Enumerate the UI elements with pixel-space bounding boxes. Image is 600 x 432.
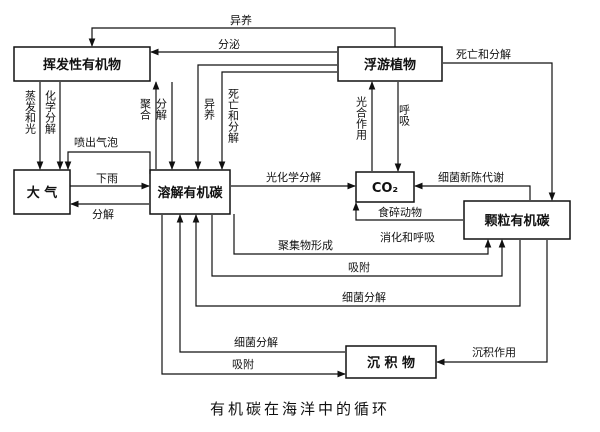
svg-text:吸附: 吸附 xyxy=(232,357,254,371)
node-volatile-organics: 挥发性有机物 xyxy=(13,46,151,82)
edge-evaporation: 蒸发和光 xyxy=(24,82,44,170)
svg-text:细菌新陈代谢: 细菌新陈代谢 xyxy=(438,170,504,184)
svg-text:挥发性有机物: 挥发性有机物 xyxy=(43,57,121,73)
edge-rain: 下雨 xyxy=(70,172,150,190)
svg-text:分解: 分解 xyxy=(155,98,168,121)
node-co2: CO₂ xyxy=(355,171,415,203)
svg-text:沉 积 物: 沉 积 物 xyxy=(367,355,415,371)
edge-secretion: 分泌 xyxy=(150,38,337,56)
edge-plankton-doc-a xyxy=(194,64,337,170)
edge-bacterial-decomp-sed: 细菌分解 xyxy=(176,214,345,353)
svg-text:溶解有机碳: 溶解有机碳 xyxy=(157,185,223,201)
svg-text:CO₂: CO₂ xyxy=(372,181,398,196)
svg-text:呼吸: 呼吸 xyxy=(398,104,411,127)
edge-plankton-doc-b xyxy=(218,71,337,170)
svg-text:异养: 异养 xyxy=(230,13,252,27)
svg-text:细菌分解: 细菌分解 xyxy=(342,290,386,304)
edge-photochem-vertical: 化学分解 xyxy=(44,82,64,170)
edge-polymerization: 聚合 xyxy=(139,81,160,169)
svg-text:喷出气泡: 喷出气泡 xyxy=(74,135,118,149)
svg-text:浮游植物: 浮游植物 xyxy=(364,57,416,73)
edge-photosynthesis: 光合作用 xyxy=(355,81,376,171)
svg-text:消化和呼吸: 消化和呼吸 xyxy=(380,230,435,244)
node-dissolved-organic-carbon: 溶解有机碳 xyxy=(149,169,231,215)
svg-text:颗粒有机碳: 颗粒有机碳 xyxy=(484,213,550,229)
node-phytoplankton: 浮游植物 xyxy=(337,46,443,82)
svg-text:分泌: 分泌 xyxy=(218,38,240,51)
svg-text:沉积作用: 沉积作用 xyxy=(472,346,516,359)
svg-text:蒸发和光: 蒸发和光 xyxy=(24,90,37,135)
label-heterotrophy-mid: 异养 xyxy=(203,98,216,121)
edge-bacterial-metabolism: 细菌新陈代谢 xyxy=(414,170,531,200)
label-death-decomposition-mid: 死亡和分解 xyxy=(227,88,240,144)
edge-decomposition-mid: 分解 xyxy=(155,82,176,170)
svg-text:食碎动物: 食碎动物 xyxy=(378,205,422,219)
diagram-caption: 有机碳在海洋中的循环 xyxy=(210,400,390,418)
edge-death-decomposition-right: 死亡和分解 xyxy=(443,47,556,201)
edge-bubble: 喷出气泡 xyxy=(64,135,151,174)
edge-heterotrophy-top: 异养 xyxy=(88,13,396,47)
edge-respiration: 呼吸 xyxy=(394,82,411,172)
svg-text:分解: 分解 xyxy=(92,207,114,221)
edge-sedimentation: 沉积作用 xyxy=(436,240,548,366)
svg-text:化学分解: 化学分解 xyxy=(44,89,57,135)
svg-text:聚合: 聚合 xyxy=(139,98,152,120)
svg-text:光合作用: 光合作用 xyxy=(355,95,368,141)
edge-aggregation: 聚集物形成 xyxy=(233,214,492,255)
edge-adsorption-sed: 吸附 xyxy=(161,215,346,378)
svg-text:吸附: 吸附 xyxy=(348,260,370,274)
svg-text:大 气: 大 气 xyxy=(27,185,58,201)
svg-text:死亡和分解: 死亡和分解 xyxy=(456,47,511,61)
svg-text:细菌分解: 细菌分解 xyxy=(234,335,278,349)
node-atmosphere: 大 气 xyxy=(13,169,71,215)
svg-text:下雨: 下雨 xyxy=(96,172,118,185)
node-sediment: 沉 积 物 xyxy=(345,345,437,379)
edge-bacterial-decomp: 细菌分解 xyxy=(192,214,521,307)
svg-text:聚集物形成: 聚集物形成 xyxy=(278,238,333,252)
edge-adsorption: 吸附 xyxy=(211,215,506,277)
edge-decomposition-atm: 分解 xyxy=(70,200,149,221)
node-particulate-organic-carbon: 颗粒有机碳 xyxy=(463,200,571,240)
edge-detritivores: 食碎动物 消化和呼吸 xyxy=(352,202,463,244)
svg-text:光化学分解: 光化学分解 xyxy=(266,170,321,184)
edge-photochem-decomp: 光化学分解 xyxy=(231,170,356,190)
